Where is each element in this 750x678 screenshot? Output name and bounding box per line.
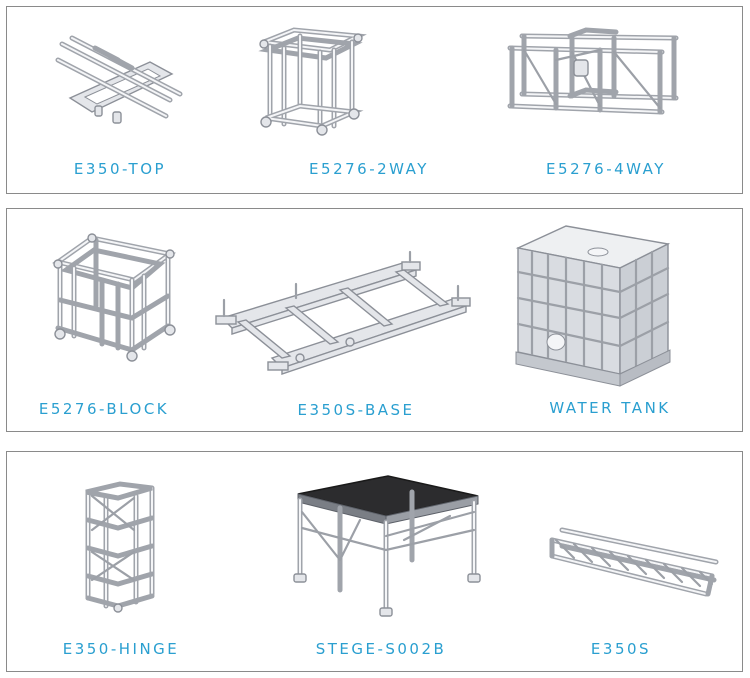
caption-e5276-4way: E5276-4WAY xyxy=(546,160,666,178)
caption-e350s-base: E350S-BASE xyxy=(297,401,415,419)
caption-e5276-block: E5276-BLOCK xyxy=(38,400,170,418)
caption-stege-s002b: STEGE-S002B xyxy=(315,640,447,658)
caption-e5276-2way: E5276-2WAY xyxy=(309,160,429,178)
caption-e350s: E350S xyxy=(590,640,652,658)
caption-water-tank: WATER TANK xyxy=(549,399,671,417)
caption-e350-top: E350-TOP xyxy=(73,160,167,178)
caption-e350-hinge: E350-HINGE xyxy=(62,640,180,658)
